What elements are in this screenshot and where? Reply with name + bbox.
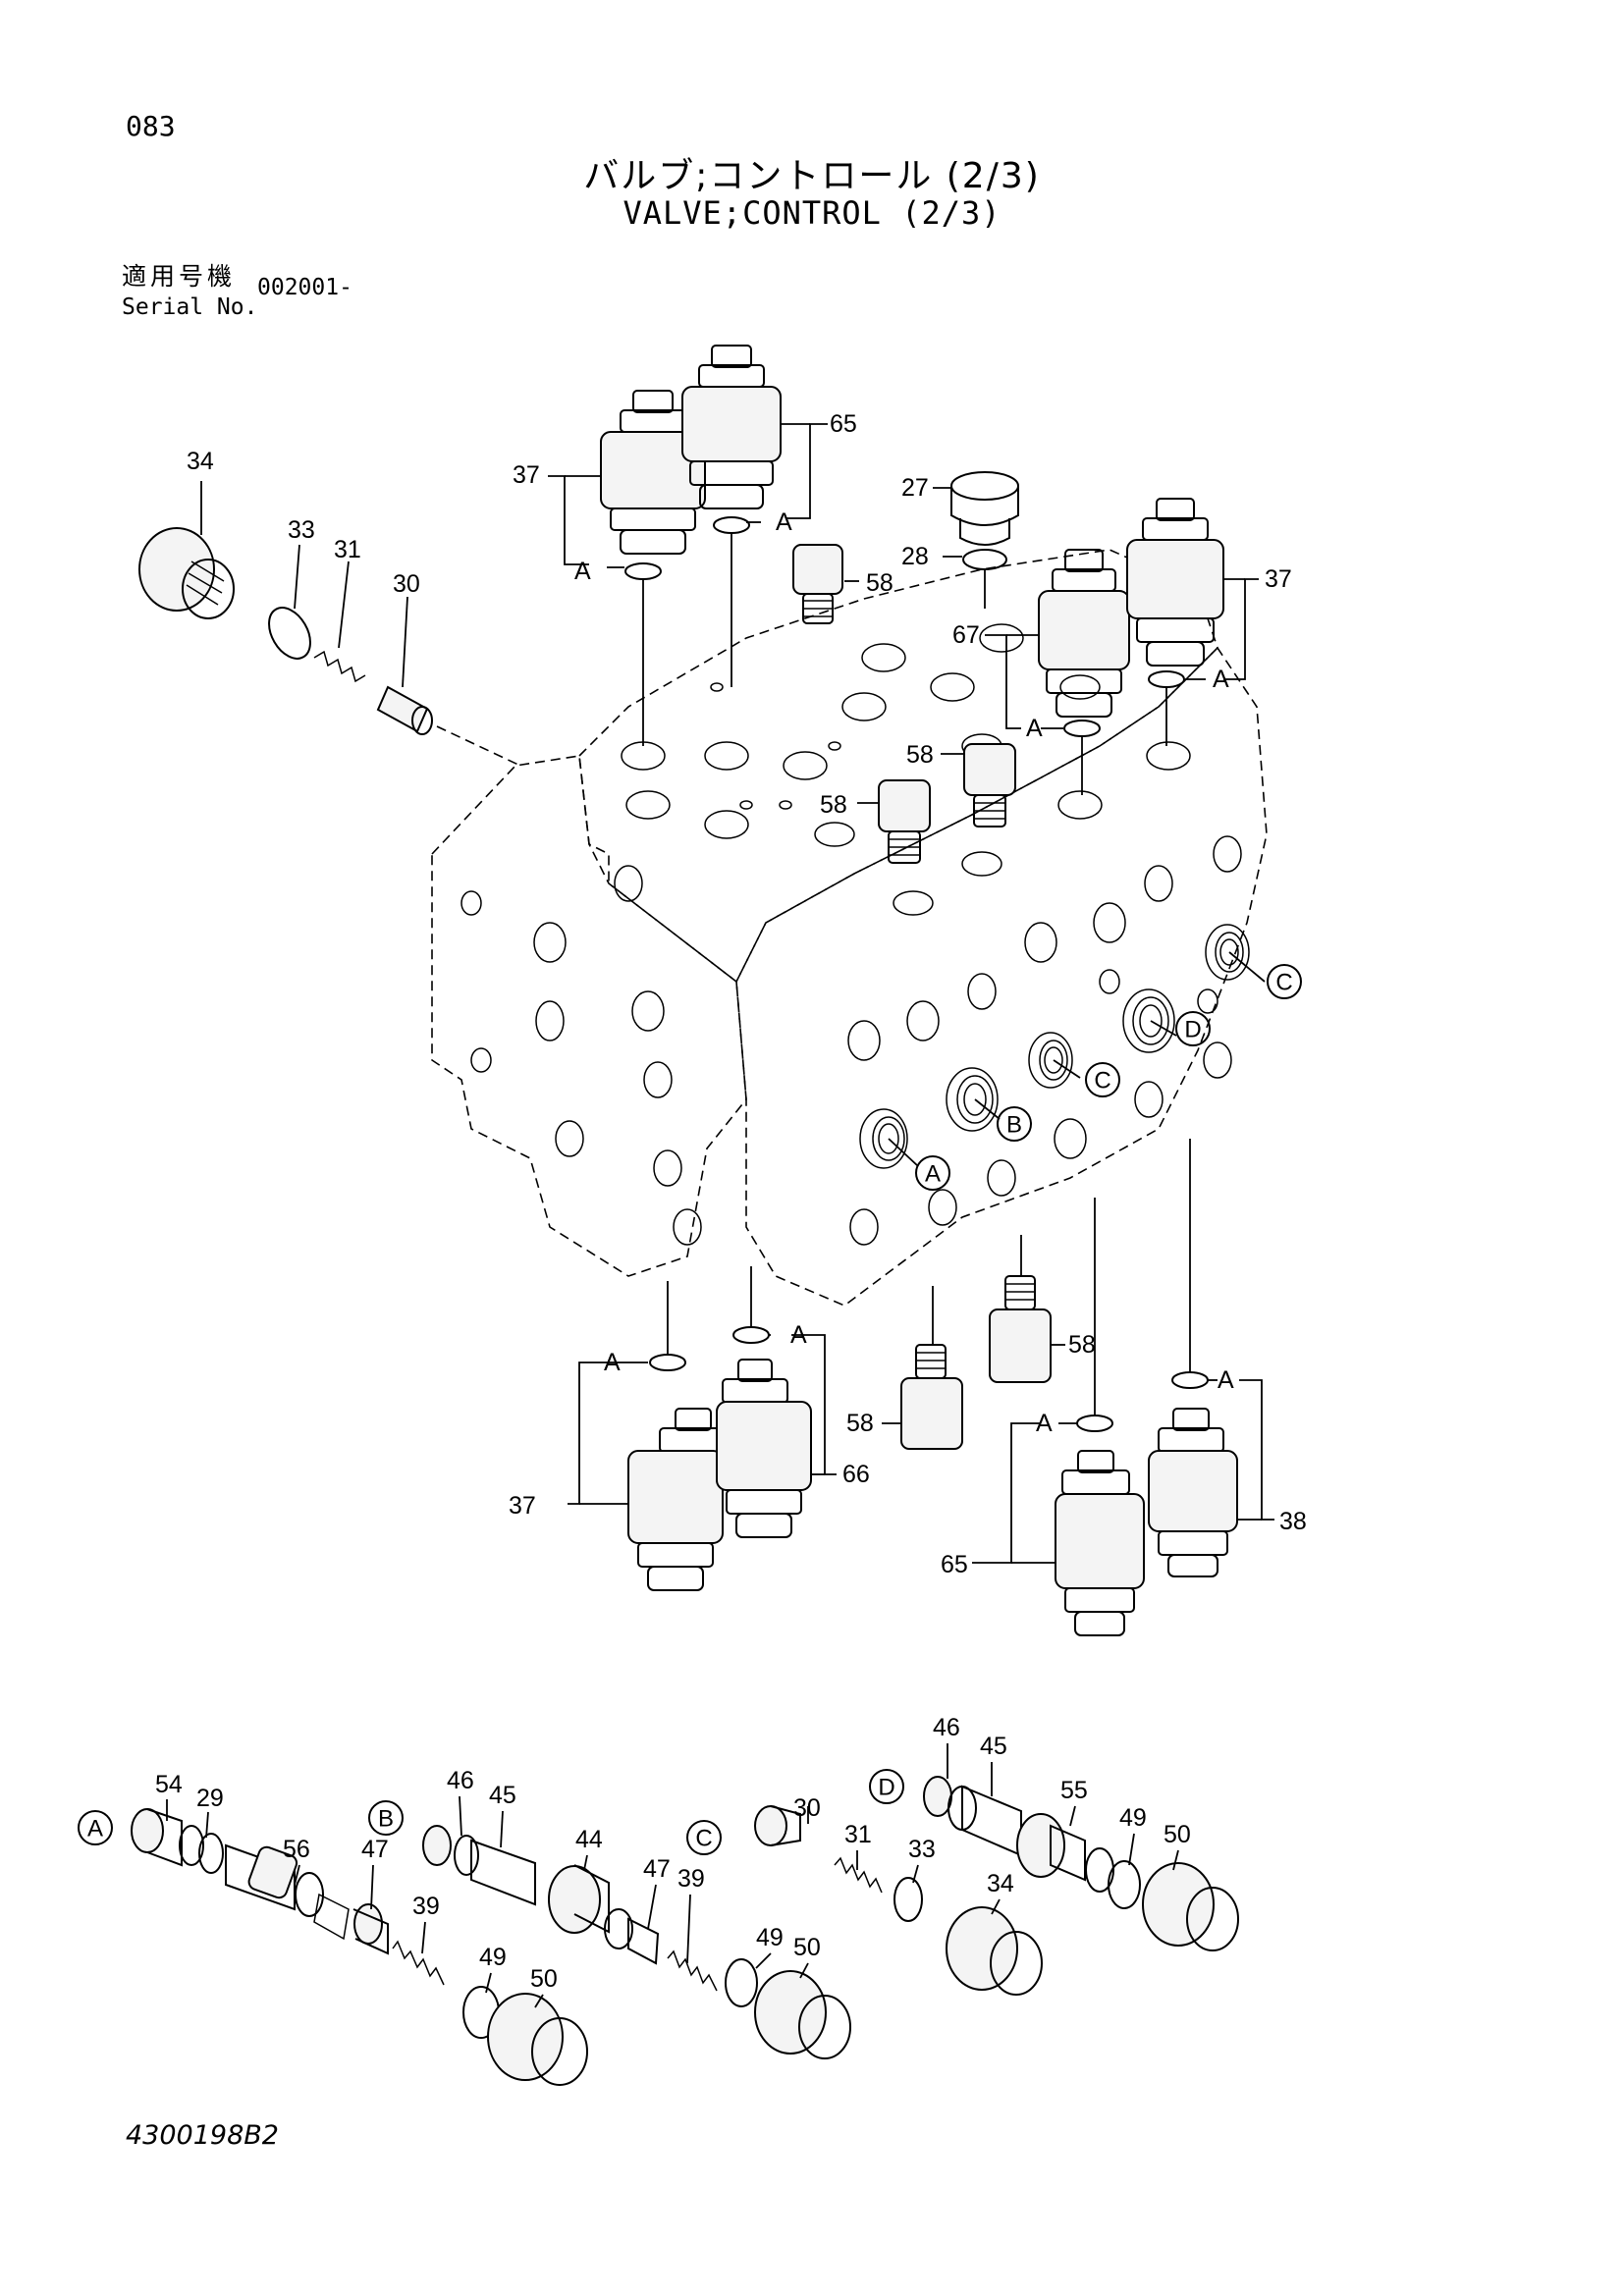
callout-39: 39 (677, 1865, 705, 1893)
bottom-valve-37 (627, 1408, 728, 1591)
group-label-a: A (87, 1816, 103, 1842)
callout-a: A (1036, 1410, 1053, 1437)
bottom-valve-65 (1055, 1450, 1145, 1636)
callout-50: 50 (793, 1934, 821, 1961)
plug-58-top-c (878, 779, 931, 864)
callout-55: 55 (1060, 1777, 1088, 1804)
callout-33: 33 (908, 1836, 936, 1863)
callout-56: 56 (283, 1836, 310, 1863)
callout-58: 58 (866, 569, 893, 597)
callout-47: 47 (361, 1836, 389, 1863)
port-label-a: A (925, 1161, 941, 1188)
callout-46: 46 (447, 1767, 474, 1794)
plunger-30-left (376, 685, 433, 735)
callout-28: 28 (901, 543, 929, 570)
callout-58: 58 (846, 1410, 874, 1437)
callout-a: A (776, 508, 792, 536)
callout-58: 58 (906, 741, 934, 769)
callout-30: 30 (393, 570, 420, 598)
spool-group-c (754, 1805, 1043, 1996)
callout-54: 54 (155, 1771, 183, 1798)
callout-a: A (790, 1321, 807, 1349)
serial-label-english: Serial No. (122, 294, 258, 320)
callout-33: 33 (288, 516, 315, 544)
callout-31: 31 (334, 536, 361, 563)
assembly-dash-line (436, 725, 521, 767)
spring-31-left (313, 650, 366, 683)
callout-65: 65 (830, 410, 857, 438)
callout-34: 34 (987, 1870, 1014, 1897)
callout-44: 44 (575, 1826, 603, 1853)
callout-37: 37 (1265, 565, 1292, 593)
callout-58: 58 (1068, 1331, 1096, 1359)
serial-label-japanese: 適用号機 (122, 262, 237, 291)
callout-labels: 34 33 31 30 37 65 A A 58 27 28 67 37 A A… (155, 410, 1307, 1993)
callout-a: A (1213, 666, 1229, 693)
port-label-b: B (1006, 1112, 1022, 1139)
callout-29: 29 (196, 1785, 224, 1812)
group-label-b: B (378, 1806, 394, 1833)
callout-65: 65 (941, 1551, 968, 1578)
plug-58-top-b (963, 743, 1016, 828)
circled-port-labels: A B C D C A B C D (78, 964, 1302, 1855)
plug-58-bottom-b (900, 1344, 963, 1450)
bottom-valve-66 (716, 1359, 812, 1538)
callout-27: 27 (901, 474, 929, 502)
page-number: 083 (126, 110, 176, 142)
valve-body (431, 549, 1268, 1307)
callout-49: 49 (756, 1924, 784, 1951)
leader-lines (200, 423, 1274, 1564)
callout-31: 31 (844, 1821, 872, 1848)
top-valve-37-right (1126, 498, 1224, 667)
callout-45: 45 (489, 1782, 516, 1809)
callout-34: 34 (187, 448, 214, 475)
group-label-d: D (878, 1775, 894, 1801)
plug-58-bottom-a (989, 1275, 1052, 1383)
serial-number-value: 002001- (257, 275, 352, 300)
callout-30: 30 (793, 1794, 821, 1822)
top-valve-65 (681, 345, 782, 509)
port-label-c: C (1094, 1068, 1110, 1095)
callout-39: 39 (412, 1893, 440, 1920)
o-ring-28 (962, 549, 1007, 570)
page-title-english: VALVE;CONTROL (2/3) (623, 194, 1001, 232)
callout-a: A (604, 1349, 621, 1376)
document-code: 4300198B2 (126, 2120, 279, 2151)
callout-67: 67 (952, 621, 980, 649)
plug-34-left (138, 527, 235, 619)
callout-a: A (1218, 1366, 1234, 1394)
spool-group-b (422, 1825, 851, 2059)
top-valve-67 (1038, 549, 1130, 718)
callout-37: 37 (509, 1492, 536, 1520)
page-title-japanese: バルブ;コントロール (2/3) (583, 156, 1041, 196)
o-ring-33-left (268, 607, 311, 660)
callout-a: A (1026, 715, 1043, 742)
callout-46: 46 (933, 1714, 960, 1741)
callout-50: 50 (530, 1965, 558, 1993)
bottom-valve-38 (1148, 1408, 1238, 1577)
callout-66: 66 (842, 1461, 870, 1488)
callout-45: 45 (980, 1733, 1007, 1760)
top-valve-37-left (600, 390, 706, 555)
callout-38: 38 (1279, 1508, 1307, 1535)
port-label-d: D (1184, 1017, 1201, 1043)
callout-49: 49 (1119, 1804, 1147, 1832)
callout-37: 37 (513, 461, 540, 489)
spool-group-d (923, 1776, 1239, 1951)
callout-58: 58 (820, 791, 847, 819)
plug-58-top-a (792, 544, 843, 624)
group-label-c: C (695, 1826, 712, 1852)
port-label-c: C (1275, 970, 1292, 996)
callout-a: A (574, 558, 591, 585)
callout-47: 47 (643, 1855, 671, 1883)
callout-49: 49 (479, 1944, 507, 1971)
callout-50: 50 (1164, 1821, 1191, 1848)
plug-27 (950, 471, 1019, 546)
spool-group-a (131, 1808, 588, 2086)
